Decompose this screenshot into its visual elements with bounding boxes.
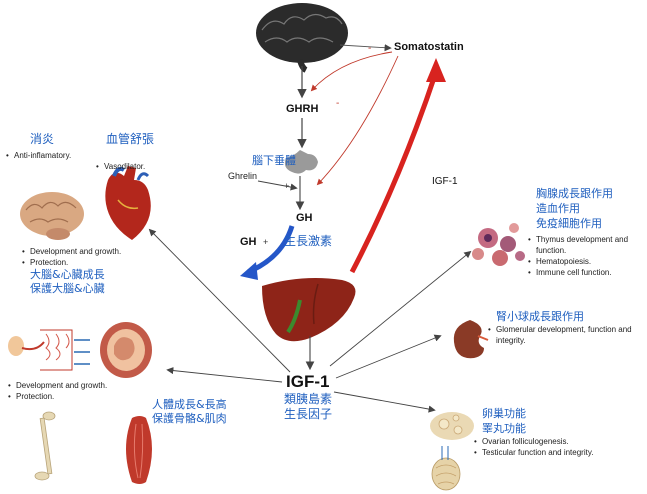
minus-sign-2: - — [336, 98, 340, 109]
plus-sign-2: + — [263, 237, 269, 247]
ghrh-label: GHRH — [286, 103, 319, 115]
igf1-cn-block: 類胰島素 生長因子 — [284, 392, 332, 422]
right-top-bullets: Thymus development and function. Hematop… — [528, 234, 644, 278]
igf1-feedback-arrow — [349, 71, 439, 274]
bottom-left-bullets: Development and growth. Protection. — [8, 380, 107, 402]
right-bottom-cn-line2: 睪丸功能 — [482, 422, 526, 435]
liver-icon — [262, 278, 356, 342]
igf1-to-body-arrow — [166, 366, 283, 383]
igf1-cn-line1: 類胰島素 — [284, 392, 333, 406]
fetus-icon — [100, 322, 152, 378]
right-bottom-bullet-2: Testicular function and integrity. — [474, 447, 634, 458]
somatostatin-to-pituitary-arrow — [316, 55, 399, 186]
bottom-left-cn-line2: 保護骨骼&肌肉 — [152, 412, 227, 425]
right-mid-cn: 腎小球成長跟作用 — [496, 310, 584, 323]
top-left-bullet-1: Development and growth. — [22, 246, 121, 257]
somatostatin-to-ghrh-arrow — [310, 51, 393, 92]
igf1-side-label: IGF-1 — [432, 176, 458, 187]
anti-inflammatory-cn: 消炎 — [30, 132, 55, 146]
igf1-to-gonads-arrow — [333, 391, 436, 413]
ghrelin-arrow — [257, 180, 298, 191]
small-brain-icon — [20, 192, 84, 240]
testis-icon — [431, 446, 461, 491]
heart-icon — [105, 166, 151, 240]
gh-cn-label: 生長激素 — [284, 234, 333, 248]
minus-sign-1: - — [368, 43, 372, 54]
right-bottom-bullets: Ovarian folliculogenesis. Testicular fun… — [474, 436, 634, 458]
top-left-bullet-2: Protection. — [22, 257, 121, 268]
anti-inflammatory-en: Anti-inflamatory. — [6, 150, 647, 161]
igf1-to-brain-heart-arrow — [148, 228, 291, 373]
bottom-left-cn-line1: 人體成長&長高 — [152, 398, 227, 411]
right-bottom-cn-block: 卵巢功能 睪丸功能 — [482, 406, 526, 436]
bottom-left-cn-block: 人體成長&長高 保護骨骼&肌肉 — [152, 398, 227, 426]
ovary-icon — [430, 412, 474, 440]
top-left-cn-line2: 保護大腦&心臟 — [30, 282, 105, 295]
top-left-cn-line1: 大腦&心臟成長 — [30, 268, 105, 281]
ghrelin-label: Ghrelin — [228, 171, 258, 181]
bone-icon — [34, 411, 56, 481]
right-top-bullet-1: Thymus development and function. — [528, 234, 644, 256]
somatostatin-label: Somatostatin — [394, 41, 464, 53]
right-top-bullet-3: Immune cell function. — [528, 267, 644, 278]
right-mid-bullet-1: Glomerular development, function and int… — [488, 324, 638, 346]
kidney-icon — [453, 320, 489, 359]
top-left-bullets: Development and growth. Protection. — [22, 246, 121, 268]
blood-vessels-icon — [8, 329, 90, 371]
brain-to-somatostatin-arrow — [339, 44, 392, 52]
plus-sign-1: + — [284, 181, 290, 191]
blood-cells-icon — [472, 223, 525, 266]
right-top-cn-line1: 胸腺成長跟作用 — [536, 187, 613, 200]
bottom-left-bullet-2: Protection. — [8, 391, 107, 402]
igf1-to-thymus-arrow — [329, 250, 472, 367]
brain-icon — [256, 3, 348, 73]
right-top-bullet-2: Hematopoiesis. — [528, 256, 644, 267]
right-bottom-bullet-1: Ovarian folliculogenesis. — [474, 436, 634, 447]
right-top-cn-block: 胸腺成長跟作用 造血作用 免疫細胞作用 — [536, 186, 613, 231]
vasodilator-cn: 血管舒張 — [106, 132, 155, 146]
bottom-left-bullet-1: Development and growth. — [8, 380, 107, 391]
right-top-cn-line2: 造血作用 — [536, 202, 580, 215]
gh-label-left: GH — [240, 236, 257, 248]
igf1-title: IGF-1 — [286, 372, 330, 391]
right-top-cn-line3: 免疫細胞作用 — [536, 217, 602, 230]
igf1-to-kidney-arrow — [335, 334, 442, 379]
vasodilator-en: Vasodilator. — [96, 161, 647, 172]
gh-label-top: GH — [296, 212, 313, 224]
top-left-cn-block: 大腦&心臟成長 保護大腦&心臟 — [30, 268, 105, 296]
igf1-cn-line2: 生長因子 — [284, 407, 333, 421]
muscle-icon — [126, 416, 152, 484]
right-bottom-cn-line1: 卵巢功能 — [482, 407, 526, 420]
right-mid-bullets: Glomerular development, function and int… — [488, 324, 638, 346]
